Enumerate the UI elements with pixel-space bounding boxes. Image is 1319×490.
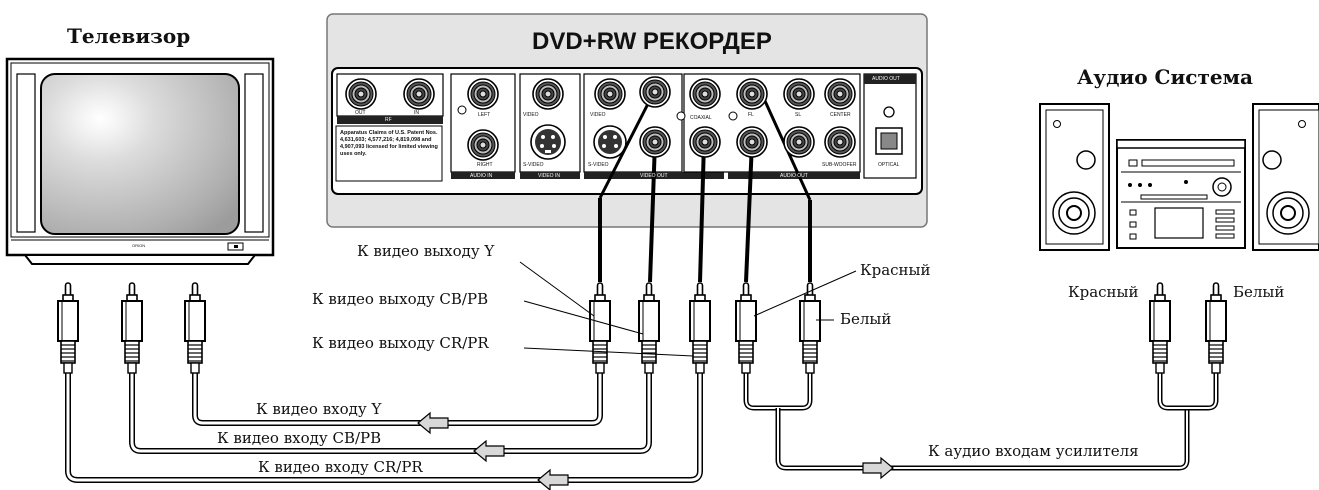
fl-label: FL [748,112,754,118]
rca-jack [783,78,815,110]
label-to-video-in-cr: К видео входу CR/PR [258,458,423,476]
audio-in-label: AUDIO IN [470,173,493,179]
rca-jack [639,126,671,158]
video-out-label: VIDEO OUT [640,173,668,179]
right-label: RIGHT [477,162,493,168]
audio-system-title: Аудио Система [1077,65,1253,89]
label-to-video-in-cb: К видео входу CB/PB [217,429,382,447]
tv-illustration [5,57,275,265]
tv-title: Телевизор [67,24,191,48]
rca-jack [467,78,499,110]
video-out-s-video-label: S-VIDEO [588,162,609,168]
label-to-video-out-y: К видео выходу Y [357,242,495,260]
rca-jack [736,78,768,110]
rf-label: RF [385,117,392,123]
video-out-video-label: VIDEO [590,112,606,118]
s-video-label: S-VIDEO [523,162,544,168]
center-label: CENTER [830,112,851,118]
label-to-amp: К аудио входам усилителя [928,442,1139,460]
coaxial-label: COAXIAL [690,115,712,121]
optical-label: OPTICAL [878,162,900,168]
patent-note: Apparatus Claims of U.S. Patent Nos. 4,6… [340,130,438,158]
rca-jack [532,78,564,110]
rca-jack [736,126,768,158]
rca-jack [594,78,626,110]
rca-jack [824,78,856,110]
audio-out-top-label: AUDIO OUT [872,76,900,82]
rca-jack [689,126,721,158]
rca-jack [345,78,377,110]
video-in-label: VIDEO IN [538,173,560,179]
rf-in-label: IN [414,110,419,116]
leader-lines [519,261,857,357]
rca-jack [467,129,499,161]
sub-label: SUB-WOOFER [822,162,857,168]
rca-jack [689,78,721,110]
rf-out-label: OUT [355,110,366,116]
audio-system-illustration [1039,103,1319,251]
rca-jack [639,76,671,108]
label-red-audio: Красный [1068,283,1139,301]
label-white-audio: Белый [1233,283,1285,301]
cables [65,89,1219,483]
label-white: Белый [840,310,892,328]
label-to-video-out-cb: К видео выходу CB/PB [312,290,489,308]
rca-jack [403,78,435,110]
rca-jack [783,126,815,158]
label-red: Красный [860,261,931,279]
tv-brand: ORION [132,243,146,248]
label-to-video-out-cr: К видео выходу CR/PR [312,334,489,352]
sl-label: SL [795,112,802,118]
label-to-video-in-y: К видео входу Y [256,400,382,418]
audio-out-label: AUDIO OUT [780,173,808,179]
left-label: LEFT [478,112,491,118]
recorder-title: DVD+RW РЕКОРДЕР [532,28,772,55]
rca-jack [824,126,856,158]
video-label: VIDEO [523,112,539,118]
